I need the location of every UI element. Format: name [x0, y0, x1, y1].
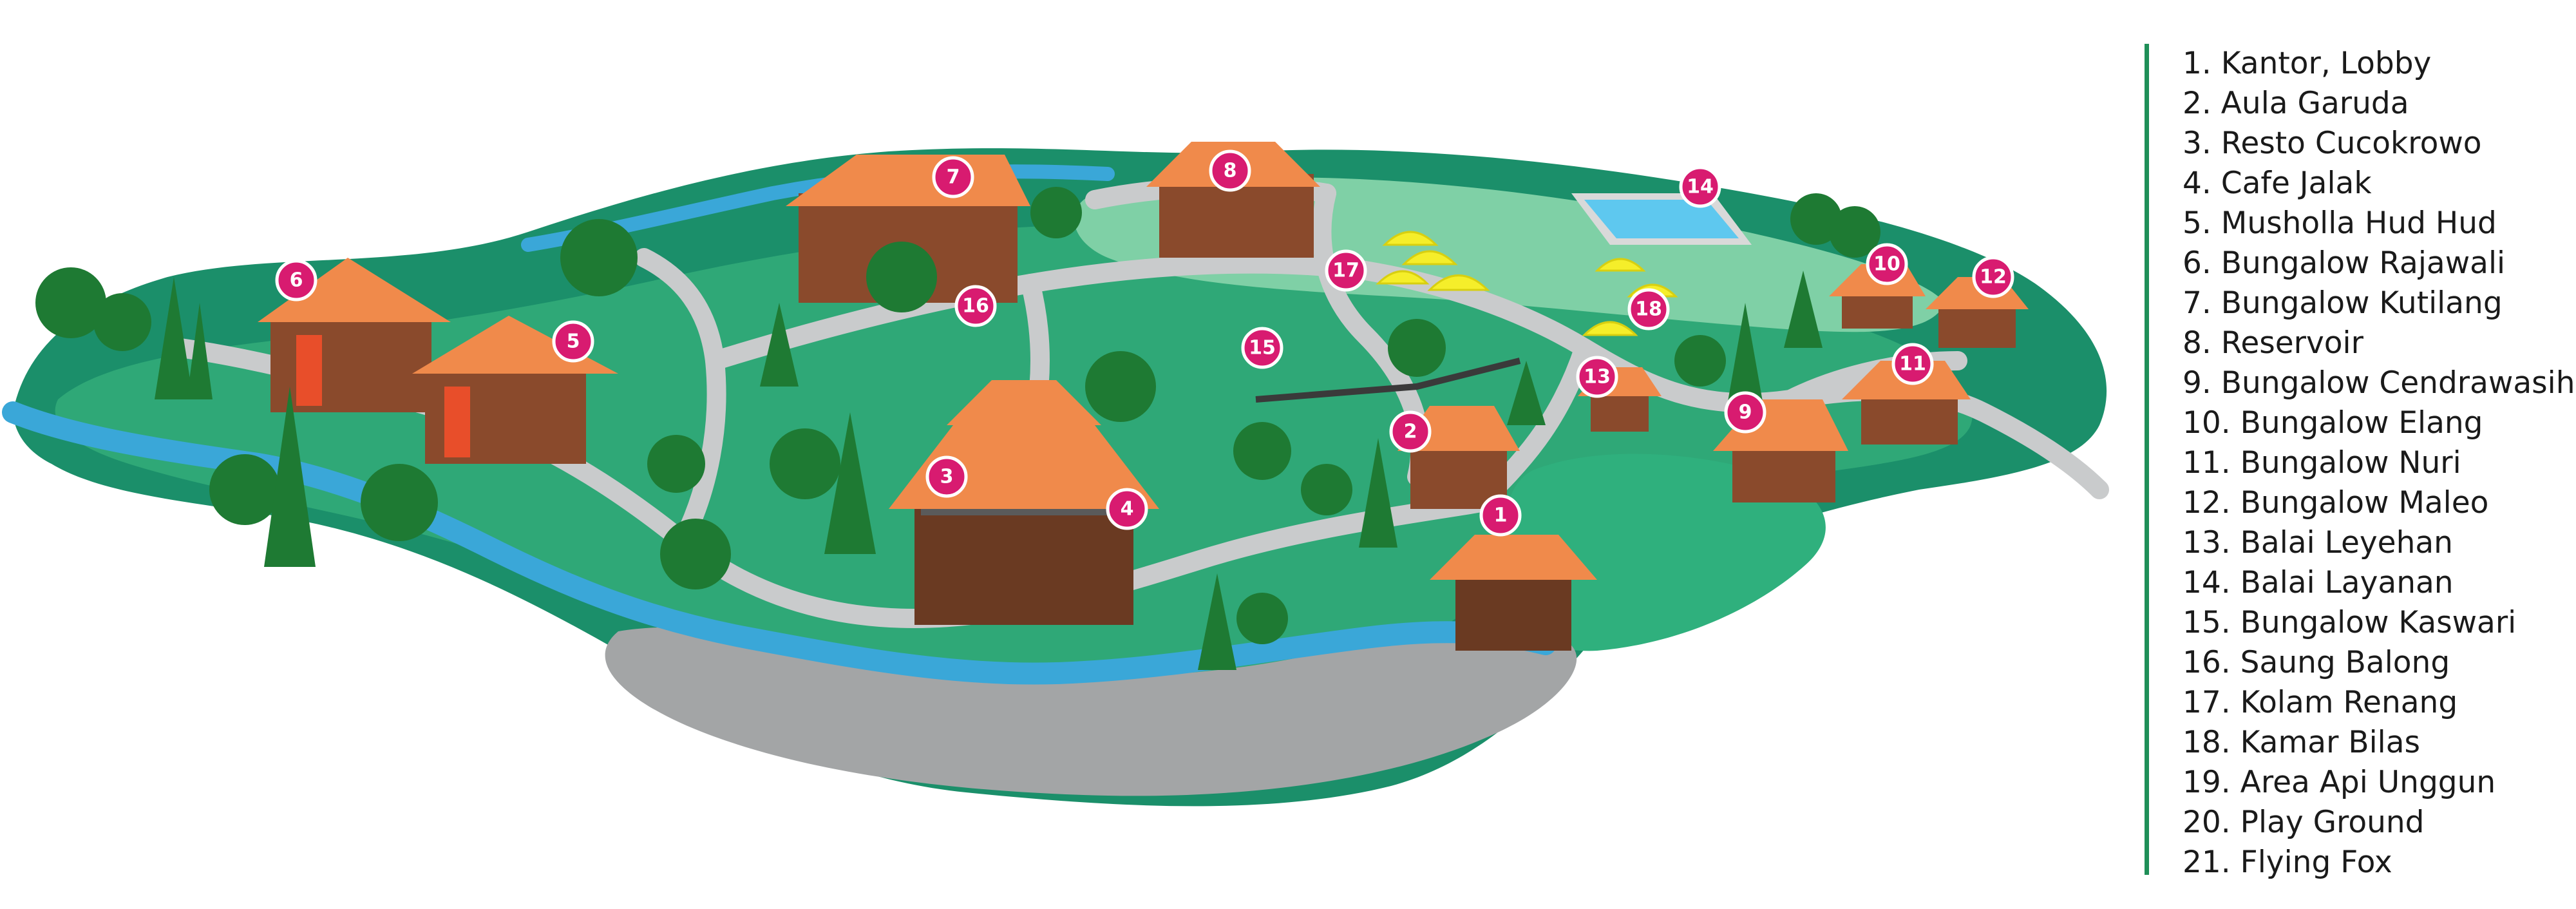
map-marker-label: 15 [1249, 337, 1276, 359]
legend-item-11: 11. Bungalow Nuri [2183, 445, 2461, 481]
building-pin-icon [925, 455, 968, 498]
legend-item-16: 16. Saung Balong [2183, 645, 2450, 680]
legend-item-7: 7. Bungalow Kutilang [2183, 285, 2503, 321]
land-light-2 [1501, 454, 1826, 651]
tents [1376, 231, 1678, 336]
map-marker-17[interactable]: 17 [1325, 249, 1367, 292]
map-marker-label: 13 [1584, 366, 1611, 388]
legend-panel: 1. Kantor, Lobby 2. Aula Garuda 3. Resto… [2145, 44, 2575, 880]
map-marker-label: 7 [947, 166, 960, 189]
building-pin-icon [275, 259, 317, 301]
legend-item-15: 15. Bungalow Kaswari [2183, 605, 2517, 640]
map-marker-label: 17 [1332, 260, 1359, 282]
building-pin-icon [1479, 494, 1522, 537]
building-pin-icon [1866, 243, 1908, 285]
map-marker-5[interactable]: 5 [552, 320, 594, 363]
building-pin-icon [1891, 343, 1934, 385]
legend-item-17: 17. Kolam Renang [2183, 685, 2458, 720]
legend-item-6: 6. Bungalow Rajawali [2183, 245, 2506, 281]
pool [1571, 193, 1752, 245]
map-marker-label: 9 [1739, 401, 1752, 424]
map-marker-label: 12 [1980, 266, 2007, 289]
map-marker-10[interactable]: 10 [1866, 243, 1908, 285]
building-pin-icon [1724, 391, 1766, 434]
map-marker-label: 18 [1635, 298, 1662, 321]
map-marker-label: 11 [1899, 353, 1926, 376]
building-pin-icon [932, 156, 974, 198]
map-marker-3[interactable]: 3 [925, 455, 968, 498]
map-marker-1[interactable]: 1 [1479, 494, 1522, 537]
map-marker-label: 4 [1121, 498, 1134, 521]
tent-pin-icon [1627, 288, 1670, 330]
building-6 [258, 258, 451, 412]
map-marker-16[interactable]: 16 [954, 285, 997, 327]
map-marker-label: 5 [567, 330, 580, 353]
map-marker-8[interactable]: 8 [1209, 149, 1251, 192]
map-marker-13[interactable]: 13 [1576, 356, 1618, 398]
legend-item-5: 5. Musholla Hud Hud [2183, 206, 2497, 241]
legend-item-8: 8. Reservoir [2183, 325, 2363, 361]
legend-item-2: 2. Aula Garuda [2183, 86, 2409, 121]
map-marker-15[interactable]: 15 [1241, 327, 1283, 369]
map-marker-2[interactable]: 2 [1389, 410, 1432, 453]
legend-item-10: 10. Bungalow Elang [2183, 405, 2483, 441]
building-pin-icon [1241, 327, 1283, 369]
map-marker-label: 2 [1404, 421, 1417, 443]
building-pin-icon [1972, 256, 2014, 298]
legend-item-20: 20. Play Ground [2183, 805, 2425, 840]
building-1 [1430, 535, 1597, 651]
map-marker-label: 10 [1873, 253, 1900, 276]
legend-item-1: 1. Kantor, Lobby [2183, 46, 2432, 81]
map-marker-label: 8 [1224, 160, 1237, 182]
legend-item-14: 14. Balai Layanan [2183, 565, 2454, 600]
parking-plaza [605, 627, 1577, 796]
pool-pin-icon [1679, 166, 1721, 208]
map-marker-4[interactable]: 4 [1106, 488, 1148, 530]
legend-item-3: 3. Resto Cucokrowo [2183, 126, 2482, 161]
map-marker-label: 1 [1494, 504, 1508, 527]
legend-item-18: 18. Kamar Bilas [2183, 725, 2420, 760]
rope-bridge [1255, 358, 1521, 403]
map-marker-label: 3 [940, 466, 954, 488]
legend-list: 1. Kantor, Lobby 2. Aula Garuda 3. Resto… [2149, 44, 2575, 883]
legend-item-4: 4. Cafe Jalak [2183, 166, 2372, 201]
map-marker-label: 14 [1687, 176, 1714, 198]
map-marker-6[interactable]: 6 [275, 259, 317, 301]
map-marker-11[interactable]: 11 [1891, 343, 1934, 385]
legend-item-12: 12. Bungalow Maleo [2183, 485, 2489, 521]
map-marker-9[interactable]: 9 [1724, 391, 1766, 434]
map-marker-label: 16 [962, 295, 989, 318]
building-pin-icon [1576, 356, 1618, 398]
map-marker-18[interactable]: 18 [1627, 288, 1670, 330]
map-marker-12[interactable]: 12 [1972, 256, 2014, 298]
building-pin-icon [954, 285, 997, 327]
tent-pin-icon [1325, 249, 1367, 292]
map-marker-label: 6 [290, 269, 303, 292]
legend-item-21: 21. Flying Fox [2183, 845, 2392, 880]
map-marker-14[interactable]: 14 [1679, 166, 1721, 208]
legend-item-9: 9. Bungalow Cendrawasih [2183, 365, 2575, 401]
building-pin-icon [552, 320, 594, 363]
legend-item-13: 13. Balai Leyehan [2183, 525, 2453, 560]
building-pin-icon [1209, 149, 1251, 192]
legend-item-19: 19. Area Api Unggun [2183, 765, 2496, 800]
trees [35, 187, 1880, 670]
building-pin-icon [1389, 410, 1432, 453]
map-marker-7[interactable]: 7 [932, 156, 974, 198]
building-pin-icon [1106, 488, 1148, 530]
